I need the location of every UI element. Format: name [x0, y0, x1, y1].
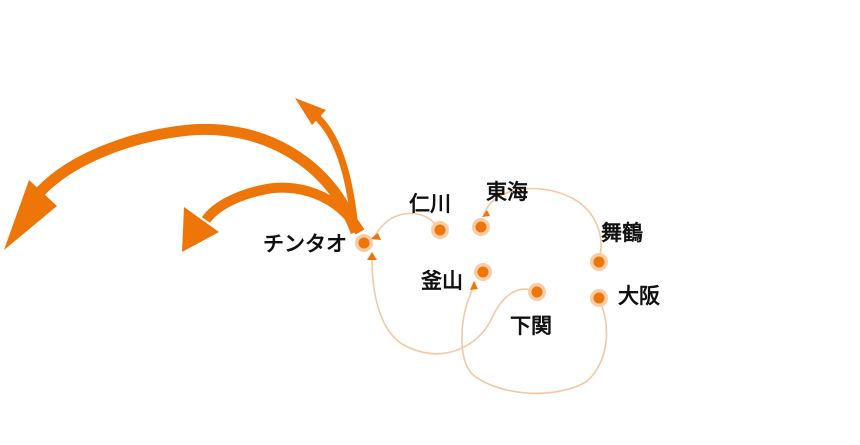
route-arrowheads — [367, 210, 490, 290]
outbound-arrow-far-left — [35, 123, 362, 234]
port-marker-shimonoseki — [531, 286, 543, 298]
route-lines — [371, 187, 608, 395]
outbound-arrow-near-left-head — [182, 207, 219, 252]
outbound-arrow-up-head — [295, 98, 326, 125]
port-marker-osaka — [593, 292, 605, 304]
port-marker-incheon — [434, 224, 446, 236]
port-label-donghae: 東海 — [486, 180, 528, 204]
port-label-osaka: 大阪 — [618, 284, 661, 308]
arrowhead-into-busan — [470, 281, 478, 290]
route-maizuru-donghae — [483, 187, 602, 263]
route-incheon-qingdao — [374, 212, 439, 237]
arrowhead-into-qingdao-bottom — [367, 252, 377, 260]
outbound-arrow-near-left — [201, 182, 365, 235]
port-labels: チンタオ 仁川 東海 釜山 下関 舞鶴 大阪 — [263, 180, 661, 338]
arrowhead-into-donghae — [482, 210, 490, 217]
arrowhead-into-qingdao-top — [370, 233, 381, 240]
port-marker-maizuru — [593, 256, 605, 268]
port-label-qingdao: チンタオ — [263, 232, 347, 256]
port-label-shimonoseki: 下関 — [510, 314, 552, 338]
route-osaka-busan — [461, 281, 608, 395]
port-marker-donghae — [475, 221, 487, 233]
port-marker-qingdao — [358, 237, 370, 249]
outbound-arrow-up — [315, 115, 359, 229]
port-label-incheon: 仁川 — [409, 192, 451, 216]
outbound-arrow-far-left-head — [4, 180, 57, 250]
outbound-arrows — [4, 98, 365, 252]
port-label-maizuru: 舞鶴 — [601, 221, 643, 245]
port-marker-busan — [477, 266, 489, 278]
port-label-busan: 釜山 — [420, 269, 463, 293]
route-shimonoseki-qingdao — [371, 257, 537, 355]
port-markers — [355, 218, 608, 307]
